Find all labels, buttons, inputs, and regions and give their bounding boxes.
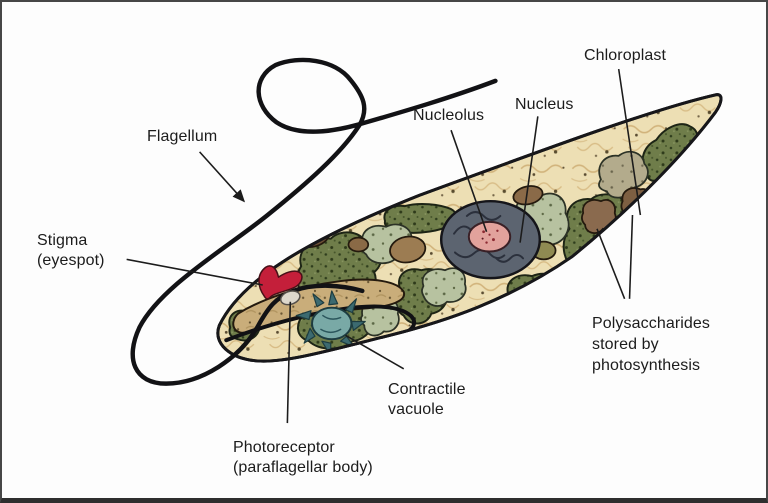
stigma-eyespot	[258, 265, 303, 300]
flagellum-arrow	[199, 151, 246, 203]
paramylon-granule	[347, 236, 370, 253]
chloroplast-leader-line	[617, 68, 642, 216]
label-contractile-vacuole: Contractile vacuole	[388, 381, 466, 418]
label-flagellum: Flagellum	[147, 128, 218, 145]
label-chloroplast: Chloroplast	[584, 47, 667, 64]
paramylon-granule	[512, 185, 544, 206]
photoreceptor-leader-line	[286, 301, 292, 424]
label-nucleolus: Nucleolus	[413, 107, 485, 124]
leader-lines	[126, 68, 642, 424]
contractile-vacuole-leader-line	[345, 334, 405, 370]
canal-lower-wall	[224, 304, 417, 343]
vacuole-detail	[320, 314, 342, 334]
flagellum-filament	[130, 57, 498, 386]
vacuole-body	[311, 306, 353, 341]
label-photoreceptor: Photoreceptor (paraflagellar body)	[233, 439, 373, 476]
label-nucleus: Nucleus	[515, 96, 574, 113]
nucleus	[439, 199, 542, 280]
pale-organelle	[421, 267, 467, 307]
label-stigma: Stigma (eyespot)	[37, 232, 105, 269]
nucleus-leader-line	[519, 116, 539, 243]
polysaccharide-leader-line-right	[628, 214, 634, 299]
nucleolus-leader-line	[450, 129, 488, 233]
stigma-leader-line	[126, 258, 263, 286]
paramylon-granule	[389, 235, 427, 264]
nucleolus-body	[467, 220, 512, 253]
label-polysaccharides: Polysaccharides stored by photosynthesis	[592, 315, 710, 374]
photoreceptor-body	[279, 290, 301, 306]
polysaccharide-leader-line-left	[596, 228, 626, 300]
contractile-vacuole	[295, 290, 366, 357]
nucleolus-speckles	[481, 229, 499, 244]
vacuole-spikes	[295, 290, 366, 357]
